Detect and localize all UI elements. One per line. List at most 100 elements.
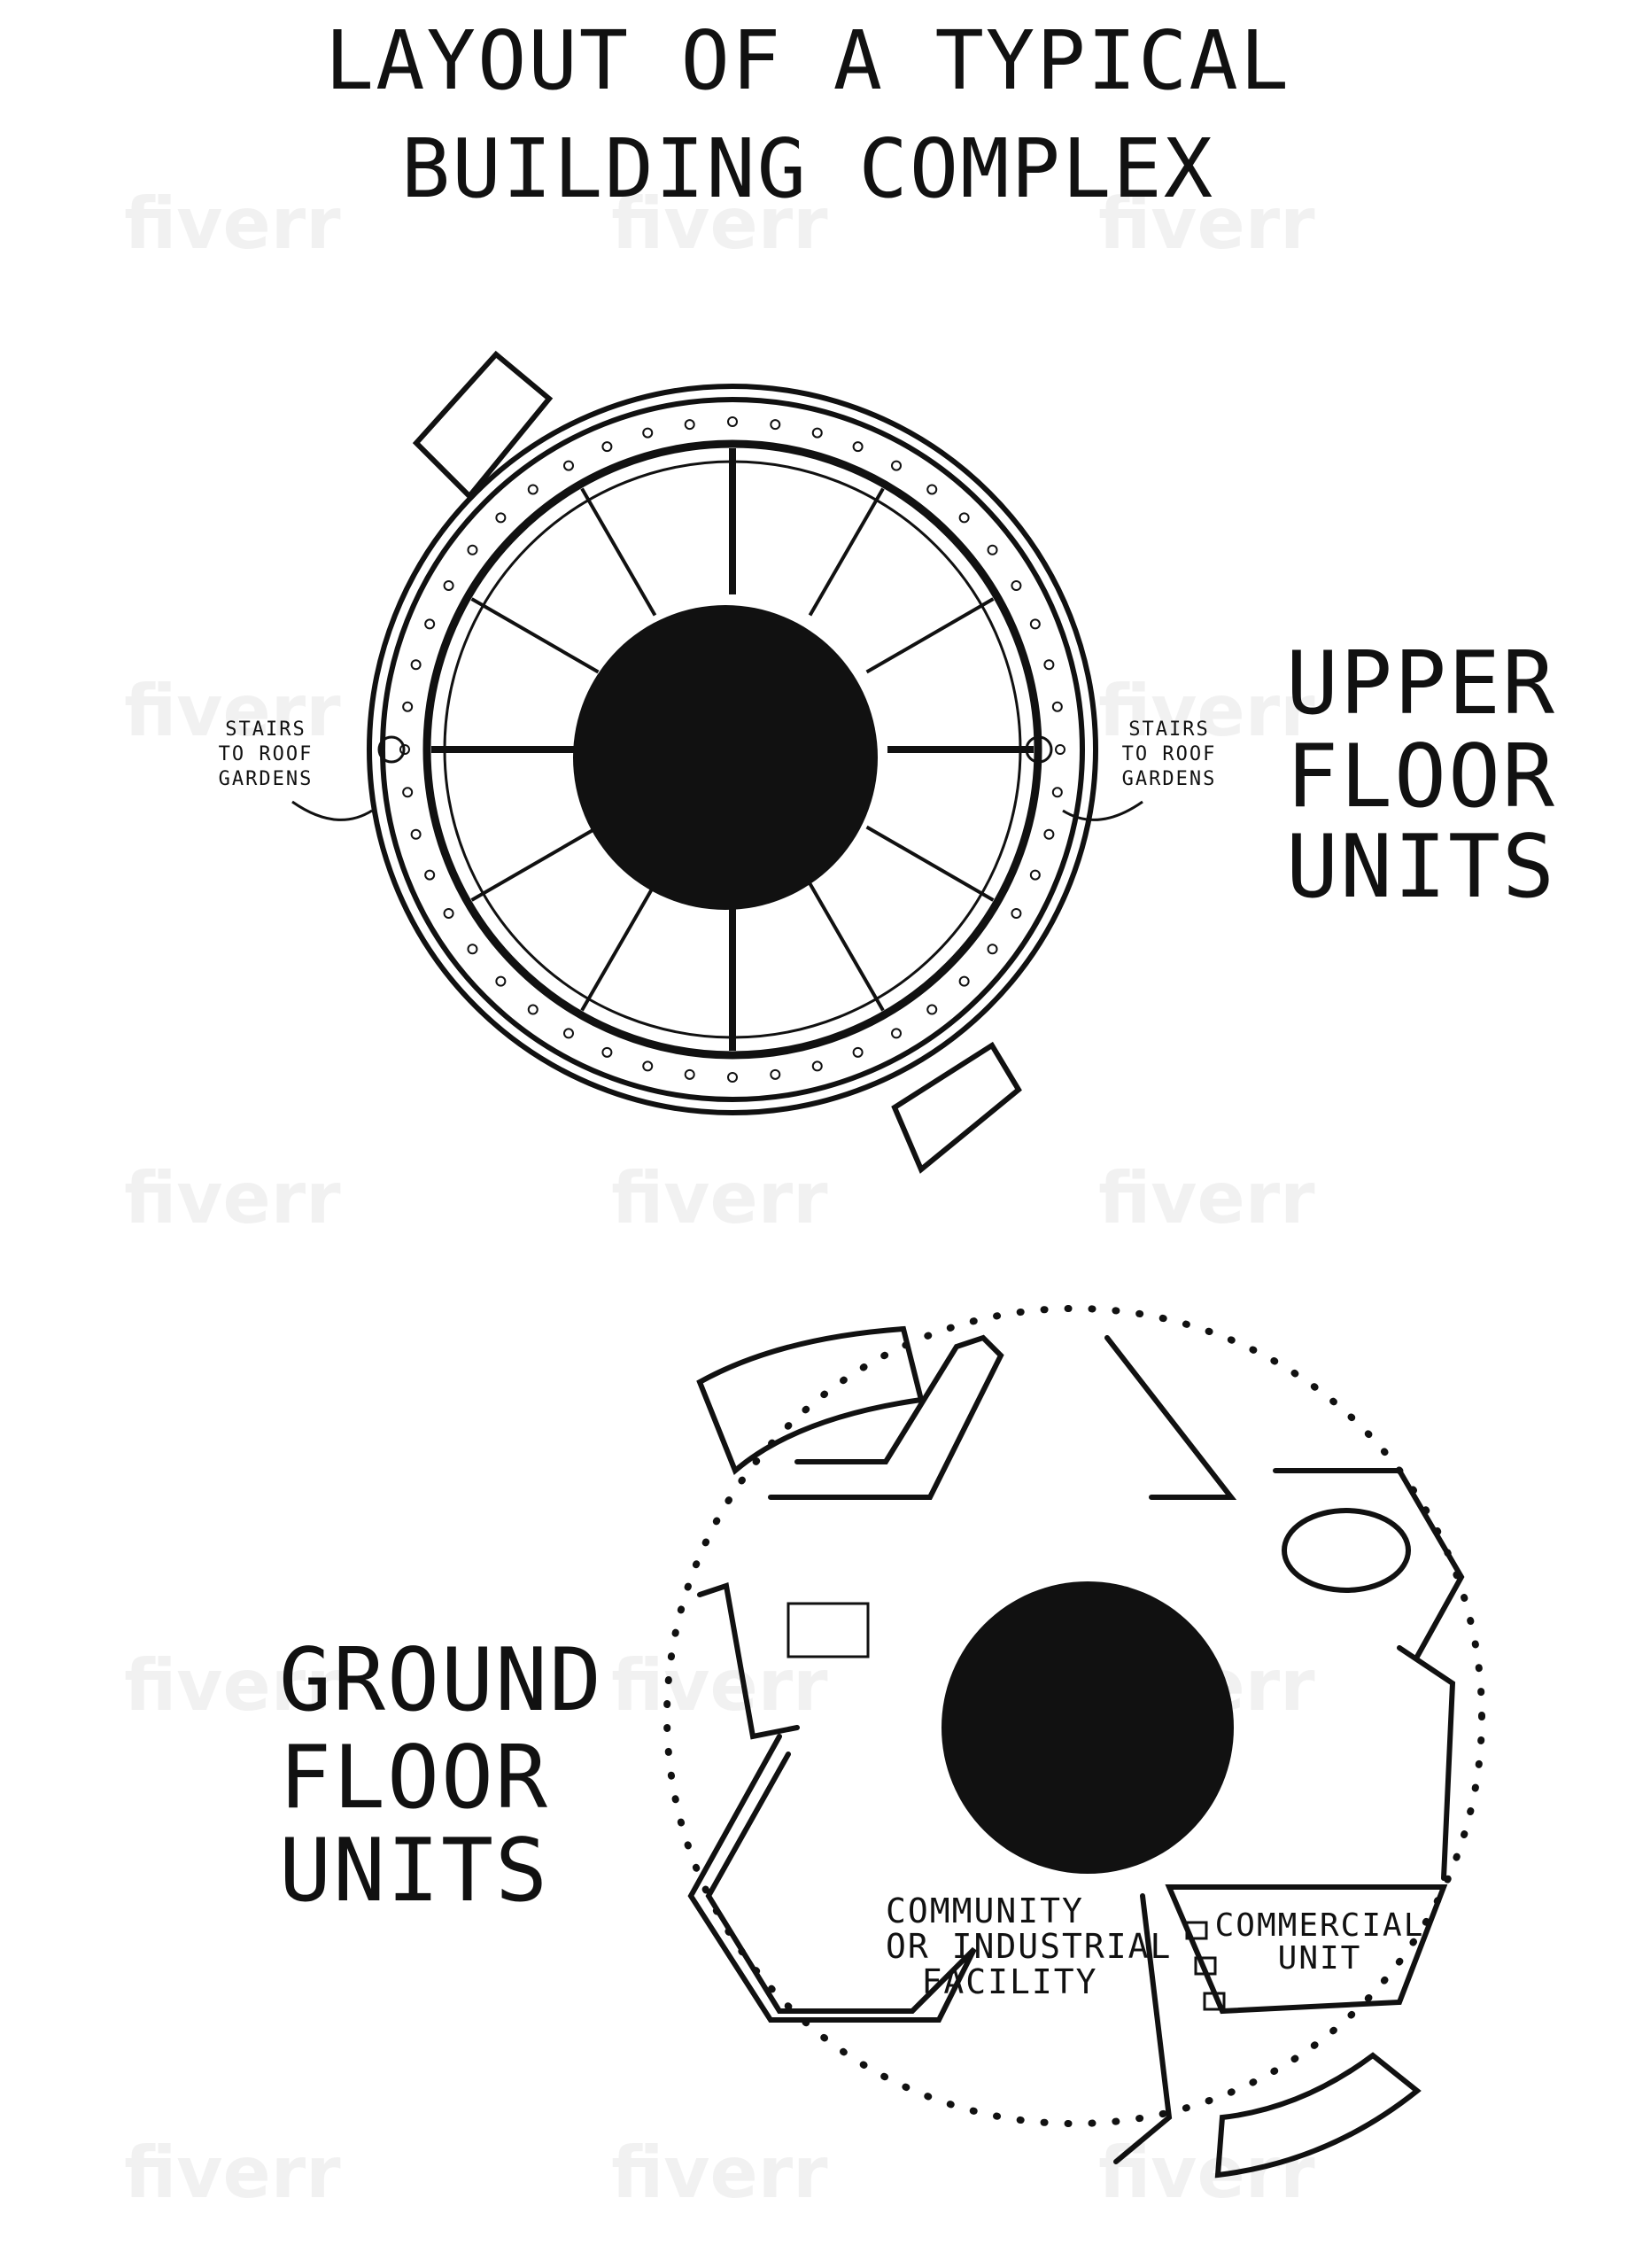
rivet-icon xyxy=(424,869,436,881)
ground-unit-top-right xyxy=(1104,1335,1237,1500)
ground-unit-dining xyxy=(1273,1468,1465,1659)
rivet-icon xyxy=(926,484,938,495)
rivet-icon xyxy=(811,1060,823,1072)
watermark-text: fiverr xyxy=(124,2132,341,2214)
unit-wall xyxy=(865,825,995,902)
rivet-icon xyxy=(1043,828,1055,840)
unit-wall xyxy=(470,825,600,902)
rivet-icon xyxy=(402,787,414,798)
ground-label-line-1: GROUND xyxy=(279,1630,603,1731)
stairs-right-line-3: GARDENS xyxy=(1122,768,1217,790)
community-facility-walls xyxy=(687,1734,977,2023)
watermark-text: fiverr xyxy=(611,1157,828,1239)
outer-ring xyxy=(367,384,1098,1115)
ground-label-line-2: FLOOR xyxy=(279,1728,549,1829)
title-line-1: LAYOUT OF A TYPICAL xyxy=(325,13,1290,108)
ground-unit-top-left xyxy=(768,1334,1004,1500)
rivet-icon xyxy=(601,441,613,453)
stair-block-ground-top xyxy=(696,1325,925,1476)
unit-wall xyxy=(808,882,885,1012)
ground-partition-bottom xyxy=(1113,1893,1173,2164)
rivet-icon xyxy=(1043,659,1055,671)
rivet-icon xyxy=(424,618,436,630)
rivet-icon xyxy=(1051,787,1063,798)
community-label-line-1: COMMUNITY xyxy=(886,1891,1084,1930)
rivet-icon xyxy=(1029,618,1041,630)
stairs-right-line-2: TO ROOF xyxy=(1122,743,1217,765)
unit-dividing-walls xyxy=(431,448,1034,1051)
unit-wall xyxy=(470,597,600,674)
unit-wall xyxy=(580,882,657,1012)
rivet-icon xyxy=(684,419,695,431)
dotted-site-boundary xyxy=(663,1305,1485,2127)
rivet-icon xyxy=(601,1046,613,1058)
stairs-left-line-2: TO ROOF xyxy=(219,743,314,765)
rivet-icon xyxy=(642,427,654,439)
rivet-icon xyxy=(987,544,998,555)
watermark-text: fiverr xyxy=(124,1644,341,1727)
watermark-text: fiverr xyxy=(124,1157,341,1239)
rivet-icon xyxy=(987,944,998,955)
watermark-text: fiverr xyxy=(611,183,828,265)
walkway-rivets xyxy=(399,416,1065,1083)
upper-label-line-2: FLOOR xyxy=(1286,726,1556,827)
rivet-icon xyxy=(727,416,738,427)
stair-block-ground-bottom xyxy=(1214,2052,1422,2179)
rivet-icon xyxy=(410,659,422,671)
upper-label-line-1: UPPER xyxy=(1286,633,1556,734)
rivet-icon xyxy=(467,544,478,555)
rivet-icon xyxy=(891,460,902,471)
unit-wall xyxy=(865,597,995,674)
spiral-stair-right-icon xyxy=(1025,735,1053,764)
rivet-icon xyxy=(399,744,410,755)
upper-label-line-3: UNITS xyxy=(1286,817,1556,918)
central-core-ground xyxy=(941,1581,1234,1874)
rivet-icon xyxy=(958,512,970,524)
ground-floor-plan xyxy=(663,1305,1485,2179)
watermark-text: fiverr xyxy=(1098,1157,1315,1239)
rivet-icon xyxy=(410,828,422,840)
rivet-icon xyxy=(563,460,574,471)
commercial-label-line-1: COMMERCIAL xyxy=(1215,1907,1425,1944)
watermark-text: fiverr xyxy=(124,183,341,265)
dining-table-icon xyxy=(1282,1508,1411,1593)
stairs-right-line-1: STAIRS xyxy=(1128,718,1209,741)
watermark-text: fiverr xyxy=(1098,2132,1315,2214)
rivet-icon xyxy=(958,975,970,987)
rivet-icon xyxy=(727,1072,738,1083)
arrow-right-stairs xyxy=(1062,800,1143,821)
rivet-icon xyxy=(852,441,864,453)
rivet-icon xyxy=(926,1004,938,1015)
watermark-text: fiverr xyxy=(611,2132,828,2214)
unit-wall xyxy=(580,487,657,617)
rivet-icon xyxy=(891,1028,902,1039)
bed-icon xyxy=(787,1602,870,1658)
shelf-icon xyxy=(1203,1992,1226,2011)
watermark-text: fiverr xyxy=(1098,670,1315,752)
watermark-text: fiverr xyxy=(124,670,341,752)
ground-unit-left xyxy=(697,1582,800,1740)
rivet-icon xyxy=(684,1068,695,1080)
commercial-unit-walls xyxy=(1165,1884,1448,2015)
central-core-upper xyxy=(573,605,878,910)
rivet-icon xyxy=(1029,869,1041,881)
rivet-icon xyxy=(770,419,781,431)
community-label-line-3: FACILITY xyxy=(921,1962,1097,2001)
unit-ring-wall xyxy=(422,439,1042,1060)
rivet-icon xyxy=(495,512,507,524)
rivet-icon xyxy=(467,944,478,955)
rivet-icon xyxy=(527,1004,539,1015)
unit-wall xyxy=(808,487,885,617)
stairs-left-line-3: GARDENS xyxy=(219,768,314,790)
rivet-icon xyxy=(443,908,454,919)
watermark-text: fiverr xyxy=(1098,183,1315,265)
stairs-left-line-1: STAIRS xyxy=(225,718,306,741)
rivet-icon xyxy=(811,427,823,439)
rivet-icon xyxy=(852,1046,864,1058)
rivet-icon xyxy=(642,1060,654,1072)
community-label-line-2: OR INDUSTRIAL xyxy=(886,1927,1172,1966)
rivet-icon xyxy=(495,975,507,987)
rivet-icon xyxy=(1011,908,1022,919)
